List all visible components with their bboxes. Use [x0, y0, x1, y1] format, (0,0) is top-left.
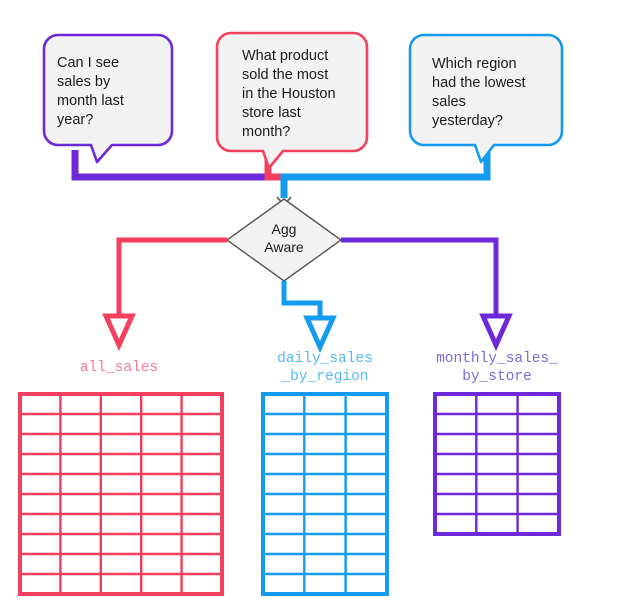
connector-purple-question-to-router — [71, 150, 268, 181]
table-label-daily-sales-by-region: daily_sales _by_region — [277, 351, 373, 385]
question-text-lowest-region: Which region had the lowest sales yester… — [432, 56, 526, 129]
table-label-monthly-sales-by-store: monthly_sales_ by_store — [436, 351, 558, 385]
agg-aware-label: Agg Aware — [264, 221, 304, 255]
connector-blue-question-to-router — [280, 150, 491, 198]
table-label-all-sales: all_sales — [79, 360, 159, 376]
connector-router-to-monthly-sales — [341, 237, 513, 352]
speech-bubble-question-lowest-region[interactable] — [408, 33, 564, 164]
connector-router-to-daily-sales — [281, 281, 337, 354]
connector-router-to-all-sales — [102, 237, 227, 352]
table-grid-monthly-sales-by-store — [433, 392, 561, 536]
speech-bubble-question-houston-product[interactable] — [215, 31, 369, 170]
question-text-houston-product: What product sold the most in the Housto… — [242, 48, 336, 140]
question-text-month-sales: Can I see sales by month last year? — [57, 55, 124, 128]
table-grid-daily-sales-by-region — [261, 392, 389, 596]
table-grid-all-sales — [18, 392, 224, 596]
speech-bubble-question-month-sales[interactable] — [42, 33, 174, 164]
